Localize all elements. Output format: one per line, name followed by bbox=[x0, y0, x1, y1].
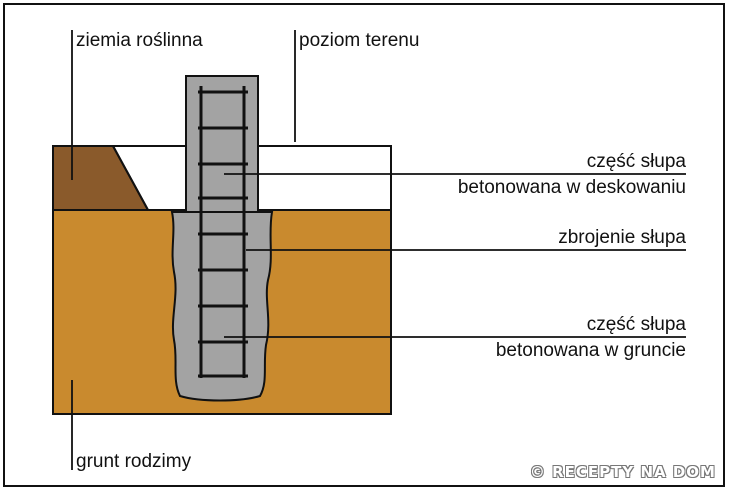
label-ground-part-line1: część słupa bbox=[586, 314, 686, 335]
column-formwork-part bbox=[185, 75, 259, 213]
excavation-slope bbox=[112, 145, 149, 211]
label-native-soil: grunt rodzimy bbox=[76, 451, 192, 472]
column-reinforcement bbox=[198, 86, 248, 378]
label-ground-part-line2: betonowana w gruncie bbox=[495, 340, 686, 361]
label-topsoil: ziemia roślinna bbox=[76, 30, 203, 51]
label-ground-level: poziom terenu bbox=[299, 30, 420, 51]
label-formwork-part-line2: betonowana w deskowaniu bbox=[457, 177, 686, 198]
label-formwork-part-line1: część słupa bbox=[586, 151, 686, 172]
watermark: © RECEPTY NA DOM bbox=[529, 463, 716, 481]
leader-lines bbox=[71, 30, 686, 470]
label-reinforcement: zbrojenie słupa bbox=[558, 227, 686, 248]
